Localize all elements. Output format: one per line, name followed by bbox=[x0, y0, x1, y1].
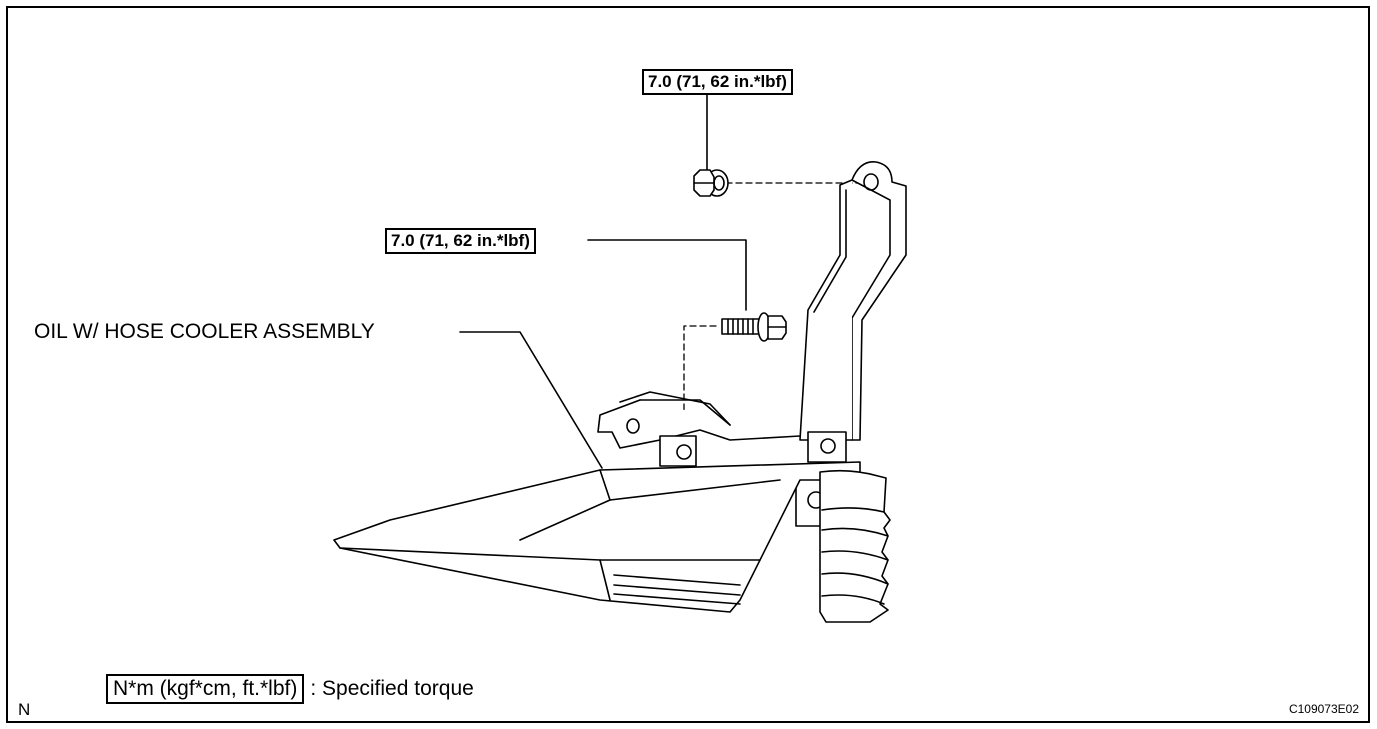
legend-unit-box: N*m (kgf*cm, ft.*lbf) bbox=[106, 674, 305, 704]
nut-icon bbox=[693, 169, 729, 197]
hose bbox=[819, 469, 891, 623]
figure-code: C109073E02 bbox=[1288, 702, 1359, 716]
bracket bbox=[597, 161, 907, 449]
legend-description: : Specified torque bbox=[310, 677, 474, 700]
part-name-label: OIL W/ HOSE COOLER ASSEMBLY bbox=[34, 320, 375, 343]
cooler-body bbox=[333, 461, 861, 613]
leader-lines bbox=[459, 94, 747, 469]
bolt-icon bbox=[721, 312, 787, 342]
corner-letter: N bbox=[18, 700, 31, 719]
torque-spec-top: 7.0 (71, 62 in.*lbf) bbox=[642, 69, 793, 95]
legend: N*m (kgf*cm, ft.*lbf) : Specified torque bbox=[106, 673, 474, 705]
torque-spec-middle: 7.0 (71, 62 in.*lbf) bbox=[385, 228, 536, 254]
